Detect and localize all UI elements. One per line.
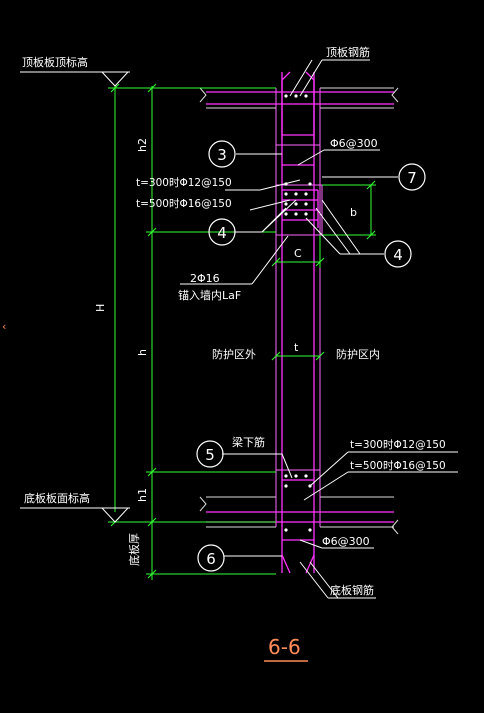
t300-bottom-label: t=300时Φ12@150 bbox=[350, 439, 446, 451]
dimension-lines bbox=[108, 83, 376, 580]
callout-4-left-circle bbox=[208, 218, 236, 246]
dim-h-label: h bbox=[136, 349, 149, 356]
t500-bottom-label: t=500时Φ16@150 bbox=[350, 460, 446, 472]
callout-4-left-label: 4 bbox=[217, 224, 227, 242]
wall-outline bbox=[275, 88, 323, 527]
edge-mark: ‹ bbox=[2, 320, 6, 333]
callout-3-circle bbox=[208, 140, 236, 168]
dim-c-label: C bbox=[294, 247, 302, 260]
callout-numbers: 3 7 4 4 5 6 bbox=[205, 146, 417, 568]
rebar-lines bbox=[206, 71, 394, 574]
leader-lines bbox=[180, 59, 458, 599]
outside-zone-label: 防护区外 bbox=[212, 347, 256, 361]
bottom-stirrup-label: Φ6@300 bbox=[322, 535, 370, 548]
elevation-markers bbox=[20, 71, 130, 523]
dim-H-label: H bbox=[94, 304, 107, 312]
callout-6-circle bbox=[197, 544, 225, 572]
top-stirrup-label: Φ6@300 bbox=[330, 137, 378, 150]
rebar-dots bbox=[284, 94, 312, 532]
callouts bbox=[196, 140, 426, 572]
inside-zone-label: 防护区内 bbox=[336, 347, 380, 361]
floor-thickness-label: 底板厚 bbox=[127, 533, 141, 566]
bottom-elevation-label: 底板板面标高 bbox=[24, 491, 90, 505]
dim-t-label: t bbox=[294, 341, 299, 354]
callout-5-label: 5 bbox=[205, 446, 215, 464]
dim-h2-label: h2 bbox=[136, 138, 149, 152]
top-rebar-label: 顶板钢筋 bbox=[326, 45, 370, 59]
bottom-rebar-label: 底板钢筋 bbox=[330, 583, 374, 597]
t300-top-label: t=300时Φ12@150 bbox=[136, 177, 232, 189]
callout-4-right-circle bbox=[384, 240, 412, 268]
dim-b-label: b bbox=[350, 206, 357, 219]
callout-3-label: 3 bbox=[217, 146, 227, 164]
callout-4-right-label: 4 bbox=[393, 246, 403, 264]
top-elevation-label: 顶板板顶标高 bbox=[22, 55, 88, 69]
t500-top-label: t=500时Φ16@150 bbox=[136, 198, 232, 210]
bars-2phi16-label: 2Φ16 bbox=[190, 272, 220, 285]
section-title: 6-6 bbox=[268, 635, 301, 659]
callout-7-label: 7 bbox=[407, 169, 417, 187]
callout-7-circle bbox=[398, 163, 426, 191]
anchor-label: 锚入墙内LaF bbox=[178, 288, 241, 302]
dim-h1-label: h1 bbox=[136, 488, 149, 502]
callout-6-label: 6 bbox=[206, 550, 216, 568]
beam-bars-label: 梁下筋 bbox=[232, 435, 265, 449]
callout-5-circle bbox=[196, 440, 224, 468]
